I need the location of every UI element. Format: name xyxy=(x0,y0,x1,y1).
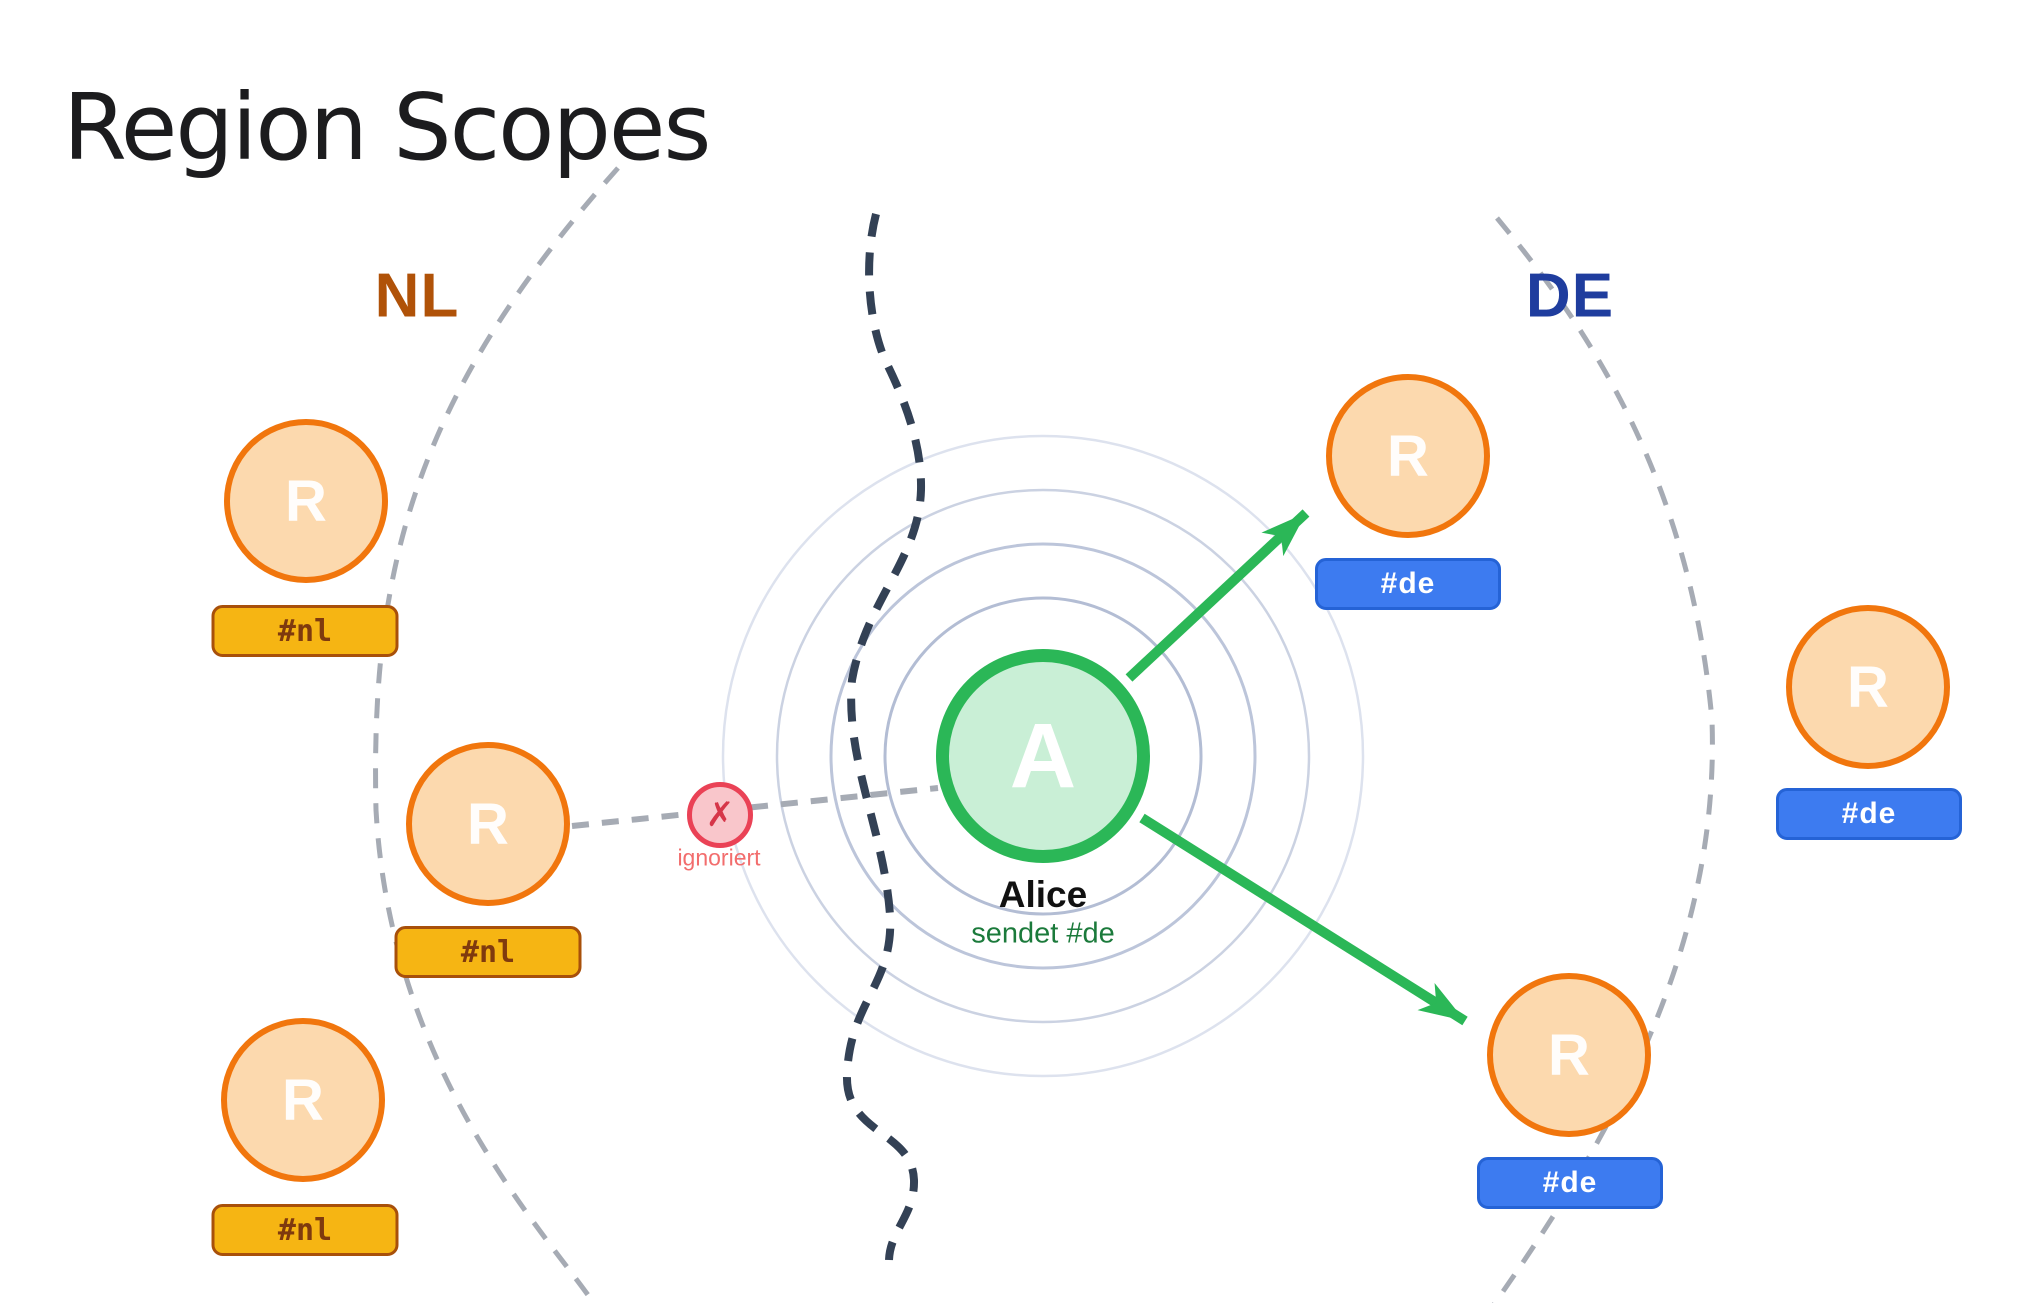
send-arrow-icon xyxy=(1139,813,1468,1026)
receiver-badge-nl-1: #nl xyxy=(211,605,399,657)
region-label-nl: NL xyxy=(374,261,460,331)
receiver-badge-de-3: #de xyxy=(1477,1157,1663,1209)
page-title: Region Scopes xyxy=(63,74,711,181)
receiver-node-de-3: R xyxy=(1487,973,1651,1137)
region-label-de: DE xyxy=(1525,261,1615,331)
broadcast-ripple-circle xyxy=(721,434,1365,1078)
ignored-label: ignoriert xyxy=(677,844,761,871)
de-region-boundary-arc xyxy=(1491,216,1715,1303)
receiver-node-nl-2: R xyxy=(406,742,570,906)
receiver-badge-nl-2: #nl xyxy=(394,926,582,978)
sender-node: A xyxy=(936,649,1150,863)
receiver-badge-de-2: #de xyxy=(1776,788,1962,840)
ignored-x-icon: ✗ xyxy=(687,782,753,848)
receiver-node-de-1: R xyxy=(1326,374,1490,538)
broadcast-ripple-circle xyxy=(775,488,1311,1024)
broadcast-ripple-circle xyxy=(883,596,1203,916)
send-arrow-icon xyxy=(1125,509,1310,682)
receiver-badge-de-1: #de xyxy=(1315,558,1501,610)
sender-action: sendet #de xyxy=(971,917,1115,950)
receiver-node-de-2: R xyxy=(1786,605,1950,769)
receiver-node-nl-3: R xyxy=(221,1018,385,1182)
nl-region-boundary-arc xyxy=(373,166,620,1297)
region-border-wavy-line xyxy=(842,212,926,1261)
ignored-delivery-line xyxy=(571,785,939,829)
receiver-badge-nl-3: #nl xyxy=(211,1204,399,1256)
sender-name: Alice xyxy=(998,874,1088,915)
broadcast-ripple-circle xyxy=(829,542,1257,970)
receiver-node-nl-1: R xyxy=(224,419,388,583)
